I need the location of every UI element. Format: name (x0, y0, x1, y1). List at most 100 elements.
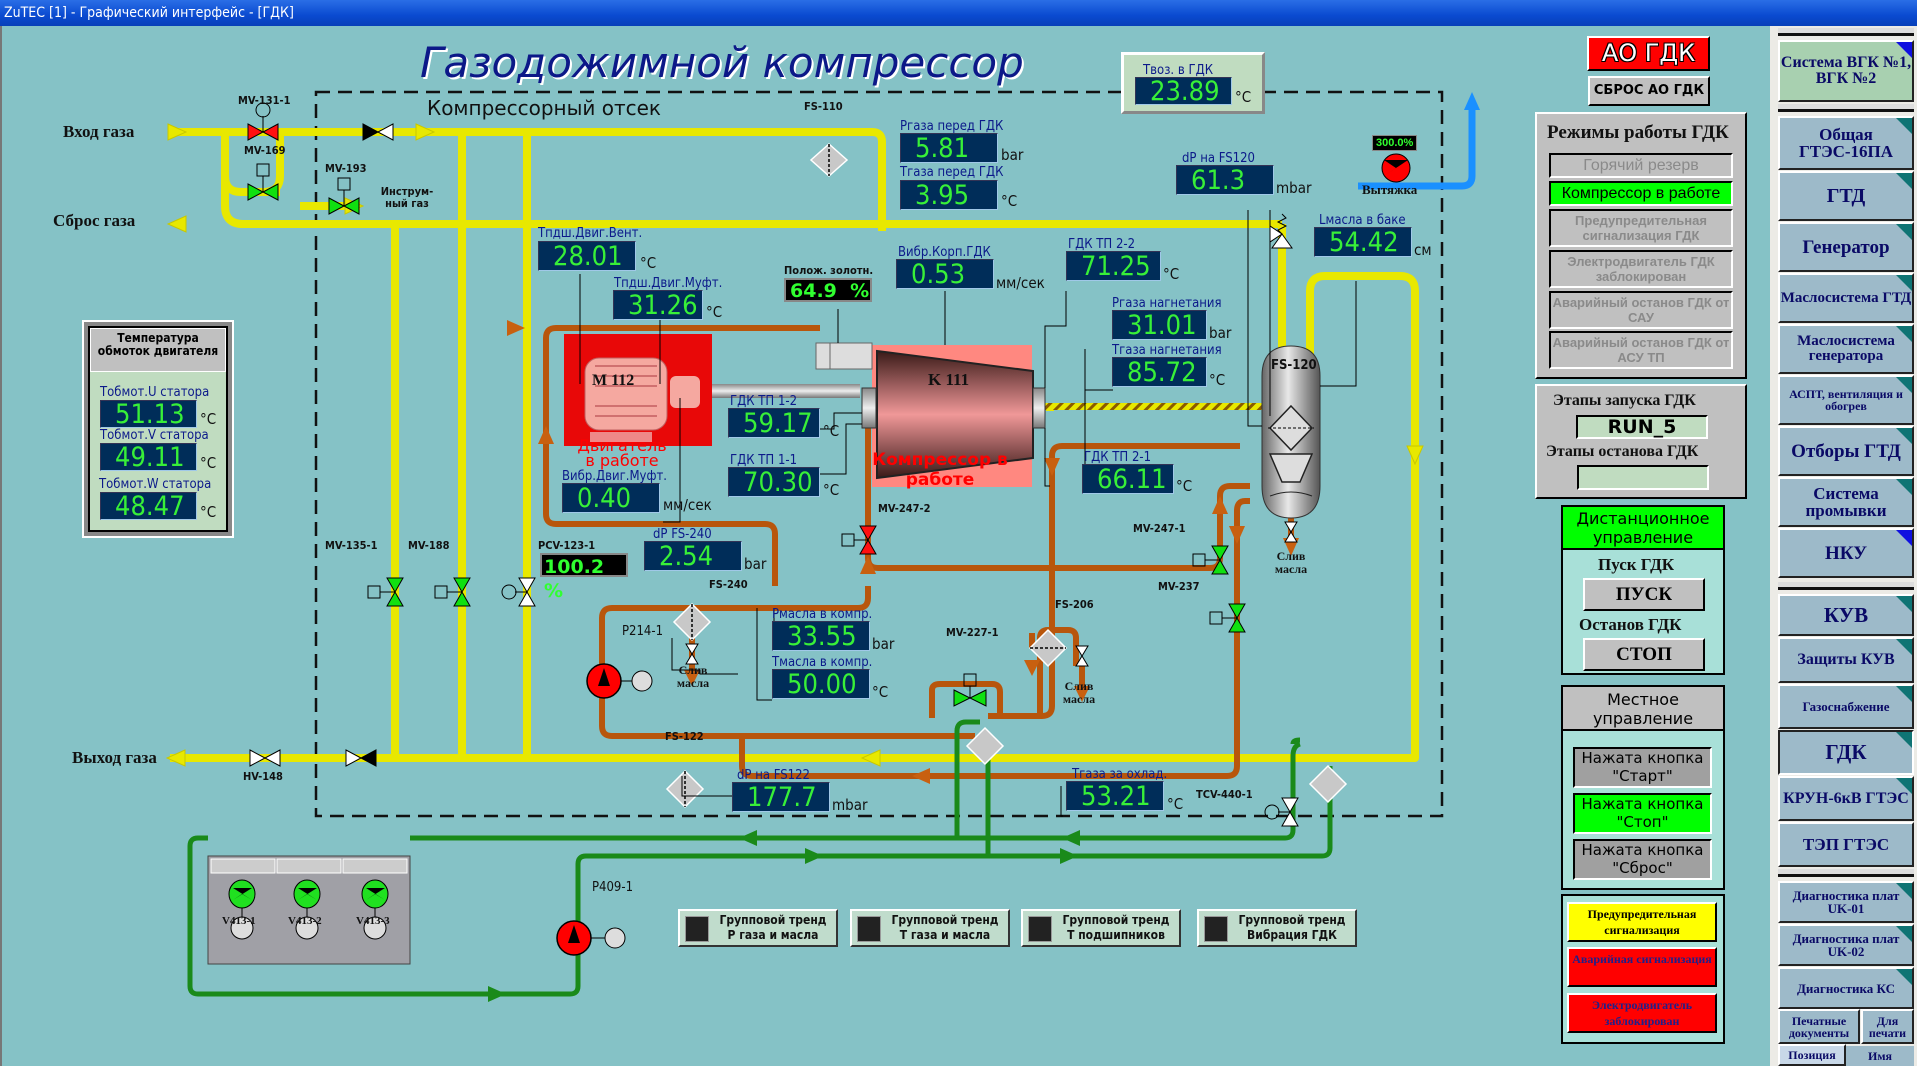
gas-pipes (170, 128, 1419, 762)
t-gas-before-value: 3.95 (900, 180, 998, 211)
corner-marker-icon (1896, 596, 1912, 612)
nav-oil-gtd[interactable]: Маслосистема ГТД (1778, 273, 1914, 323)
nav-diag-ks[interactable]: Диагностика КС (1778, 967, 1914, 1009)
stop-button[interactable]: СТОП (1583, 638, 1705, 671)
vib-coupling-label: Вибр.Двиг.Муфт. (562, 469, 667, 484)
valve-mv135-tag: MV-135-1 (325, 539, 378, 552)
nav-krun[interactable]: КРУН-6кВ ГТЭС (1778, 776, 1914, 821)
nav-gdk-active[interactable]: ГДК (1778, 730, 1914, 775)
exhaust-label: Вытяжка (1362, 182, 1418, 197)
valve-mv2271-tag: MV-227-1 (946, 626, 999, 639)
sidebar-separator (1778, 104, 1914, 112)
nav-oil-generator[interactable]: Маслосистема генератора (1778, 324, 1914, 374)
nav-kuv-protections[interactable]: Защиты КУВ (1778, 637, 1914, 683)
tp12-unit: °C (823, 422, 840, 440)
corner-marker-icon (1896, 926, 1912, 942)
nav-generator[interactable]: Генератор (1778, 222, 1914, 272)
compressor-compartment-border (314, 90, 1444, 818)
corner-marker-icon (1896, 326, 1912, 342)
t-bearing-fan-unit: °C (640, 254, 657, 272)
tp11-unit: °C (823, 481, 840, 499)
reset-emergency-button[interactable]: СБРОС АО ГДК (1588, 76, 1710, 106)
motor-m112 (564, 334, 860, 446)
trend-chart-icon (1028, 916, 1052, 942)
compressor-id-label: K 111 (928, 370, 970, 389)
stator-u-value: 51.13 (100, 400, 197, 428)
nav-diag-uk01[interactable]: Диагностика плат UK-01 (1778, 881, 1914, 923)
nav-gtd[interactable]: ГТД (1778, 171, 1914, 221)
motor-status: Двигатель в работе (577, 436, 667, 470)
tp12-value: 59.17 (728, 408, 820, 439)
pressed-stop-indicator: Нажата кнопка "Стоп" (1573, 793, 1712, 834)
t-bearing-coupling-value: 31.26 (613, 290, 703, 321)
sidebar-separator (1778, 28, 1914, 36)
filter-fs240-tag: FS-240 (709, 578, 748, 591)
nav-gas-supply[interactable]: Газоснабжение (1778, 684, 1914, 729)
gas-outlet-label: Выход газа (72, 748, 157, 767)
exhaust-pipe (1358, 104, 1476, 190)
corner-marker-icon (1896, 530, 1912, 546)
dp-fs122-unit: mbar (832, 796, 868, 814)
nav-kuv[interactable]: КУВ (1778, 594, 1914, 636)
mode-motor-blocked: Электродвигатель ГДК заблокирован (1549, 250, 1733, 288)
fan-cooler-block (207, 855, 411, 965)
trend-chart-icon (1204, 916, 1228, 942)
nav-wash-system[interactable]: Система промывки (1778, 477, 1914, 527)
dp-fs240-value: 2.54 (644, 541, 742, 572)
valve-mv188-tag: MV-188 (408, 539, 450, 552)
dp-fs120-label: dP на FS120 (1182, 151, 1255, 166)
exhaust-fan-icon (1381, 153, 1411, 183)
discharge-gas-pipe (1040, 403, 1270, 410)
tp21-label: ГДК ТП 2-1 (1084, 450, 1152, 465)
valve-pcv123-tag: PCV-123-1 (538, 539, 596, 552)
sidebar-separator (1778, 582, 1914, 590)
nav-diag-uk02[interactable]: Диагностика плат UK-02 (1778, 924, 1914, 966)
tp11-value: 70.30 (728, 467, 820, 498)
valve-mv193-tag: MV-193 (325, 162, 367, 175)
corner-marker-icon (1896, 118, 1912, 134)
nav-aspt-ventilation[interactable]: АСПТ, вентиляция и обогрев (1778, 375, 1914, 425)
filter-fs122-tag: FS-122 (665, 730, 704, 743)
nav-tep[interactable]: ТЭП ГТЭС (1778, 822, 1914, 867)
motor-blocked-indicator: Электродвигатель заблокирован (1567, 993, 1717, 1033)
p-gas-before-label: Ргаза перед ГДК (900, 119, 1004, 134)
page-title: Газодожимной компрессор (420, 38, 1024, 87)
nav-general-gtes[interactable]: Общая ГТЭС-16ПА (1778, 116, 1914, 170)
p-discharge-unit: bar (1209, 324, 1232, 342)
water-flow-arrows (488, 830, 1080, 1002)
emergency-stop-button[interactable]: АО ГДК (1587, 36, 1710, 71)
tab-name[interactable]: Имя (1846, 1046, 1914, 1066)
nav-vgk-system[interactable]: Система ВГК №1, ВГК №2 (1778, 40, 1914, 102)
mode-emergency-sau: Аварийный останов ГДК от САУ (1549, 291, 1733, 329)
t-gas-cooled-unit: °C (1167, 795, 1184, 813)
dp-fs122-label: dP на FS122 (737, 768, 810, 783)
t-gas-before-unit: °C (1001, 192, 1018, 210)
process-diagram (165, 90, 1480, 1002)
valve-pcv123-position: 100.2 % (540, 553, 628, 602)
valve-mv237-tag: MV-237 (1158, 580, 1200, 593)
corner-marker-icon (1896, 224, 1912, 240)
print-documents-button[interactable]: Печатные документы (1778, 1009, 1860, 1044)
tab-position[interactable]: Позиция (1778, 1044, 1846, 1066)
t-bearing-fan-value: 28.01 (538, 241, 636, 272)
fs120-separator-tank (1261, 345, 1321, 519)
for-print-button[interactable]: Для печати (1861, 1009, 1914, 1044)
emergency-alarm-indicator: Аварийная сигнализация (1567, 947, 1717, 987)
sidebar-separator (1778, 869, 1914, 877)
cooling-water-pipes (187, 719, 1333, 997)
exhaust-fan-percent: 300.0% (1372, 135, 1418, 151)
motor-id-label: M 112 (592, 372, 635, 389)
dp-fs122-value: 177.7 (732, 782, 830, 813)
nav-gtd-bleeds[interactable]: Отборы ГТД (1778, 426, 1914, 476)
oil-drain-label-3: Слив масла (1274, 549, 1308, 576)
start-button[interactable]: ПУСК (1583, 578, 1705, 611)
corner-marker-icon (1896, 778, 1912, 794)
corner-marker-icon (1896, 428, 1912, 444)
stator-w-unit: °C (200, 503, 217, 521)
nav-nku[interactable]: НКУ (1778, 528, 1914, 578)
t-discharge-label: Тгаза нагнетания (1112, 343, 1222, 358)
